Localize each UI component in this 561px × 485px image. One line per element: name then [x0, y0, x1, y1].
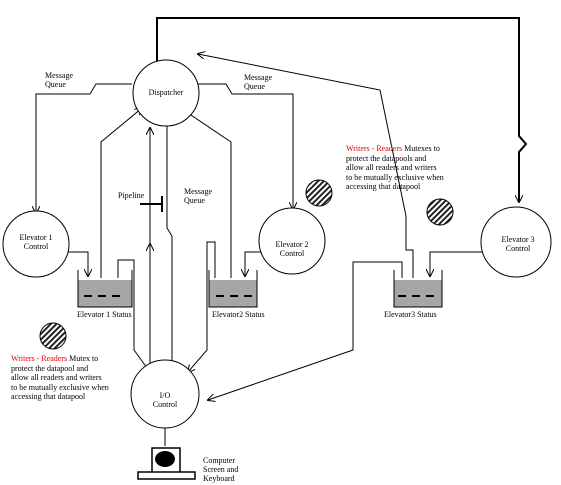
- computer-label: Computer Screen and Keyboard: [203, 456, 238, 483]
- datapool-elevator1: [77, 270, 133, 308]
- computer-label-line2: Screen and: [203, 465, 239, 474]
- io-node: [130, 359, 200, 429]
- io-label: I/O Control: [137, 391, 193, 409]
- pipeline-label: Pipeline: [118, 191, 145, 200]
- mutex-icon-3: [39, 322, 67, 350]
- status3-to-dispatcher-line: [198, 54, 414, 278]
- elevator3-to-status3-line: [430, 251, 482, 276]
- dispatcher-node: [132, 59, 200, 127]
- mq-right-line2: Queue: [244, 82, 265, 91]
- dispatcher-to-elevator3-line: [156, 17, 528, 202]
- status1-to-io-line: [117, 259, 150, 372]
- status1-label: Elevator 1 Status: [77, 310, 132, 319]
- elevator1-label-line1: Elevator 1: [19, 233, 53, 242]
- message-queue-label-center: Message Queue: [184, 187, 212, 205]
- dispatcher-label: Dispatcher: [148, 88, 184, 97]
- elevator2-to-status2-line: [245, 251, 262, 276]
- mutex-note-right-line2: allow all readers and writers: [346, 163, 437, 172]
- elevator3-node: [480, 206, 552, 278]
- computer-label-line3: Keyboard: [203, 474, 235, 483]
- elevator3-label: Elevator 3 Control: [488, 235, 548, 253]
- elevator2-node: [258, 207, 326, 275]
- pipeline-blocker: [140, 196, 163, 212]
- message-queue-line-left: [36, 83, 132, 213]
- status3-to-io-line: [208, 261, 403, 400]
- io-label-line2: Control: [152, 400, 178, 409]
- elevator3-label-line2: Control: [505, 244, 531, 253]
- elevator2-label: Elevator 2 Control: [262, 240, 322, 258]
- mq-left-line1: Message: [45, 71, 73, 80]
- mq-center-line1: Message: [184, 187, 212, 196]
- mutex-note-right: Writers - Readers Mutexes to protect the…: [346, 144, 444, 192]
- mutex-note-left-line4: accessing that datapool: [11, 392, 86, 401]
- status2-label: Elevator2 Status: [212, 310, 265, 319]
- elevator1-label: Elevator 1 Control: [6, 233, 66, 251]
- message-queue-label-left: Message Queue: [45, 71, 73, 89]
- datapool-elevator2: [208, 270, 258, 308]
- message-queue-line-center: [166, 118, 172, 370]
- status1-to-dispatcher-line: [100, 108, 142, 278]
- mutex-note-left-red: Writers - Readers: [11, 354, 68, 363]
- elevator3-label-line1: Elevator 3: [501, 235, 535, 244]
- mq-left-line2: Queue: [45, 80, 66, 89]
- message-queue-label-right: Message Queue: [244, 73, 272, 91]
- mutex-note-left-line1: protect the datapool and: [11, 363, 89, 373]
- io-label-line1: I/O: [159, 391, 171, 400]
- computer-icon: [137, 447, 196, 480]
- mutex-note-right-red: Writers - Readers: [346, 144, 403, 153]
- elevator1-label-line2: Control: [23, 242, 49, 251]
- mutex-note-left-line3: to be mutually exclusive when: [11, 382, 109, 392]
- mutex-note-left: Writers - Readers Mutex to protect the d…: [11, 354, 109, 402]
- computer-label-line1: Computer: [203, 456, 235, 465]
- status2-to-dispatcher-line: [176, 105, 232, 278]
- mutex-note-left-first: Mutex to: [67, 354, 99, 363]
- mutex-note-right-first: Mutexes to: [402, 144, 440, 153]
- elevator1-node: [2, 210, 70, 278]
- mq-right-line1: Message: [244, 73, 272, 82]
- datapool-elevator3: [393, 270, 443, 308]
- mutex-note-right-line4: accessing that datapool: [346, 182, 421, 191]
- elevator2-label-line2: Control: [279, 249, 305, 258]
- mutex-note-left-line2: allow all readers and writers: [11, 373, 102, 382]
- elevator2-label-line1: Elevator 2: [275, 240, 309, 249]
- mq-center-line2: Queue: [184, 196, 205, 205]
- elevator1-to-status1-line: [68, 251, 88, 276]
- mutex-note-right-line1: protect the datapools and: [346, 153, 427, 163]
- status2-to-io-line: [188, 241, 216, 372]
- mutex-icon-2: [426, 198, 454, 226]
- mutex-icon-1: [305, 179, 333, 207]
- status3-label: Elevator3 Status: [384, 310, 437, 319]
- mutex-note-right-line3: to be mutually exclusive when: [346, 172, 444, 182]
- message-queue-line-right: [180, 83, 293, 209]
